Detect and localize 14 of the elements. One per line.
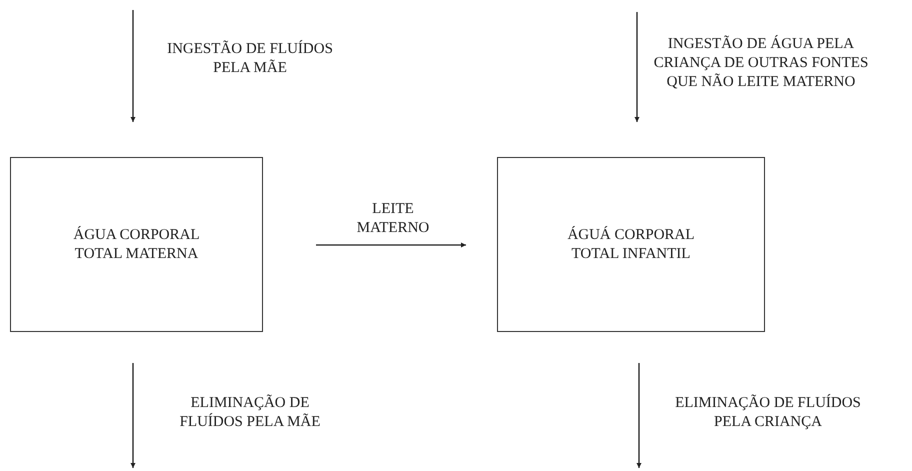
box-label: ÁGUA CORPORAL TOTAL MATERNA	[72, 226, 201, 264]
edge-label: INGESTÃO DE FLUÍDOS PELA MÃE	[166, 40, 334, 78]
edge-label: INGESTÃO DE ÁGUA PELA CRIANÇA DE OUTRAS FONTES QUE NÃO LEITE MATERNO	[652, 35, 870, 92]
arrow	[634, 12, 640, 122]
edge-label: ELIMINAÇÃO DE FLUÍDOS PELA CRIANÇA	[674, 394, 862, 432]
box-label: ÁGUÁ CORPORAL TOTAL INFANTIL	[566, 226, 696, 264]
edge-label: ELIMINAÇÃO DE FLUÍDOS PELA MÃE	[178, 394, 322, 432]
edge-label: LEITE MATERNO	[356, 200, 430, 238]
process-box	[10, 157, 263, 332]
arrow	[316, 242, 466, 248]
arrow	[636, 363, 642, 468]
process-box	[497, 157, 765, 332]
arrow	[130, 363, 136, 468]
arrow	[130, 10, 136, 122]
